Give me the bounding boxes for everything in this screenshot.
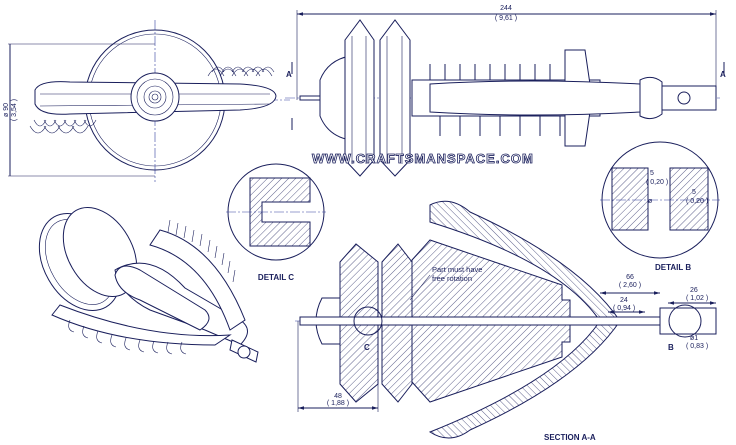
detail-c-label: DETAIL C [258,273,294,282]
section-aa-view: B C Part must have free rotation 66 ( 2,… [295,200,717,442]
detail-b-diam-sym: ø [648,198,653,205]
dim-26-in: ( 1,02 ) [686,295,708,302]
pulley-2-groove [386,36,403,164]
dim-21: ø1 [690,335,698,342]
watermark: WWW.CRAFTSMANSPACE.COM [312,151,534,166]
length-in-label: ( 9,61 ) [495,15,517,22]
length-label: 244 [500,5,512,12]
dim-24-in: ( 0,94 ) [613,305,635,312]
handle [429,80,641,116]
shaft-tip [299,95,321,101]
callout-b: B [668,343,674,352]
dim-66: 66 [626,274,634,281]
section-a-label-right: A [720,70,726,79]
dim-48-in: ( 1,88 ) [327,400,349,407]
dim-24: 24 [620,297,628,304]
detail-b-right-section [669,167,709,231]
iso-hook-bar [51,304,232,346]
detail-b-dim-5-in: ( 0,20 ) [646,179,668,186]
section-handle-end [659,307,717,335]
callout-c-circle [353,306,383,336]
callout-c: C [364,343,370,352]
dim-26: 26 [690,287,698,294]
hub-bore [148,90,162,104]
comb-teeth [429,64,566,136]
detail-b-label: DETAIL B [655,263,691,272]
front-view: ø 90 ( 3,54 ) [3,20,290,182]
callout-b-circle [668,304,702,338]
detail-c-section [249,177,311,247]
hub-mid [136,78,174,116]
detail-b-dim-5: 5 [650,170,654,177]
iso-comb-arch [149,229,246,331]
note-line-2: free rotation [432,274,472,283]
section-comb-arch [428,200,621,439]
hooks-right [207,66,275,77]
iso-comb-teeth [167,219,236,283]
diameter-label: ø 90 [3,103,10,117]
hooks-left [29,119,97,134]
section-aa-label: SECTION A-A [544,433,596,442]
iso-handle [114,265,210,331]
note-leader [409,274,431,301]
side-view: 244 ( 9,61 ) A A [285,5,726,177]
detail-c: DETAIL C [226,163,326,282]
hub-outer [130,72,180,122]
handle-collar [639,76,663,120]
iso-nut [237,345,251,359]
pulley-2 [379,19,411,177]
detail-b-dim-5b: 5 [692,189,696,196]
hub-inner [143,85,167,109]
detail-b-left-section [611,167,649,231]
dim-21-in: ( 0,83 ) [686,343,708,350]
diameter-in-label: ( 3,54 ) [11,99,18,121]
note-line-1: Part must have [432,265,482,274]
detail-b-dim-5b-in: ( 0,20 ) [686,198,708,205]
pulley-1-groove [351,36,367,164]
dim-66-in: ( 2,60 ) [619,282,641,289]
handle-nut [677,91,691,105]
dim-48: 48 [334,393,342,400]
section-a-label-left: A [286,70,292,79]
isometric-view [38,206,259,363]
hub-pin [151,93,159,101]
detail-b: 5 ( 0,20 ) ø 5 ( 0,20 ) DETAIL B [600,141,720,272]
iso-hooks [68,319,187,355]
